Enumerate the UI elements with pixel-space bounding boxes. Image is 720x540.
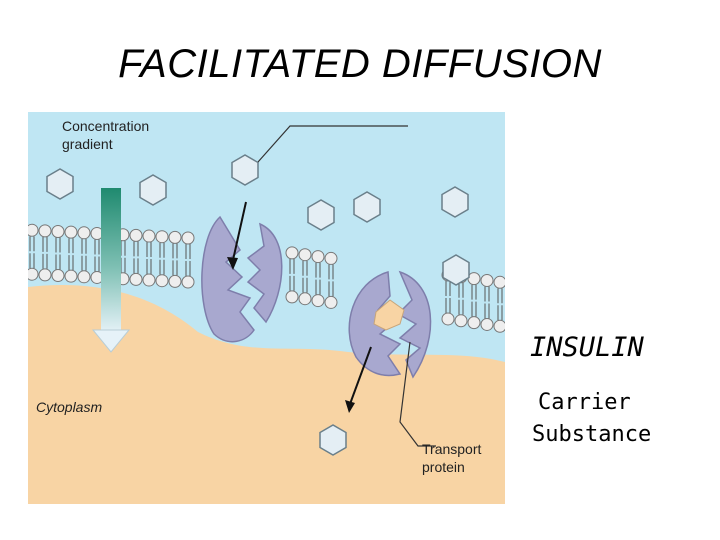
hexagon-molecule-icon <box>139 174 167 206</box>
lipid-molecule <box>298 248 312 306</box>
lipid-molecule <box>493 275 505 333</box>
lipid-molecule <box>311 250 325 308</box>
hexagon-molecule-icon <box>353 191 381 223</box>
concentration-gradient-label: gradient <box>62 136 113 152</box>
transport-protein-callout <box>399 341 436 447</box>
slide-title: FACILITATED DIFFUSION <box>118 42 602 86</box>
lipid-molecule <box>480 273 494 331</box>
lipid-molecule <box>285 246 299 304</box>
concentration-gradient-arrow <box>91 188 131 353</box>
hexagon-molecule-icon <box>442 254 470 286</box>
facilitated-diffusion-diagram: Concentration gradient Cytoplasm Transpo… <box>28 112 505 504</box>
lipid-molecule <box>181 231 195 289</box>
hexagon-molecule-icon <box>231 154 259 186</box>
lipid-molecule <box>168 230 182 288</box>
down-arrow-icon <box>227 201 247 270</box>
hexagon-molecule-icon <box>46 168 74 200</box>
lipid-molecule <box>38 224 52 282</box>
lipid-molecule <box>129 228 143 286</box>
cytoplasm-region <box>28 284 505 504</box>
hexagon-molecule-icon <box>307 199 335 231</box>
lipid-molecule <box>142 229 156 287</box>
transport-protein-left <box>201 215 283 343</box>
lipid-molecule <box>28 223 39 281</box>
insulin-label: INSULIN <box>530 332 644 363</box>
hexagon-molecule-icon <box>319 424 347 456</box>
transport-protein-label: protein <box>422 459 465 475</box>
carrier-substance-label: Substance <box>532 422 652 447</box>
lipid-molecule <box>77 226 91 284</box>
cytoplasm-label: Cytoplasm <box>36 399 102 415</box>
lipid-molecule <box>51 225 65 282</box>
transport-protein-right <box>348 270 432 379</box>
lipid-molecule <box>324 251 338 309</box>
down-arrow-icon <box>345 346 372 413</box>
carrier-substance-label: Carrier <box>538 390 631 415</box>
lipid-molecule <box>155 230 169 288</box>
transport-protein-label: Transport <box>422 441 482 457</box>
molecules <box>46 154 470 456</box>
concentration-gradient-label: Concentration <box>62 118 149 134</box>
hexagon-molecule-icon <box>441 186 469 218</box>
lipid-molecule <box>64 225 78 283</box>
concentration-gradient-callout <box>257 125 408 163</box>
